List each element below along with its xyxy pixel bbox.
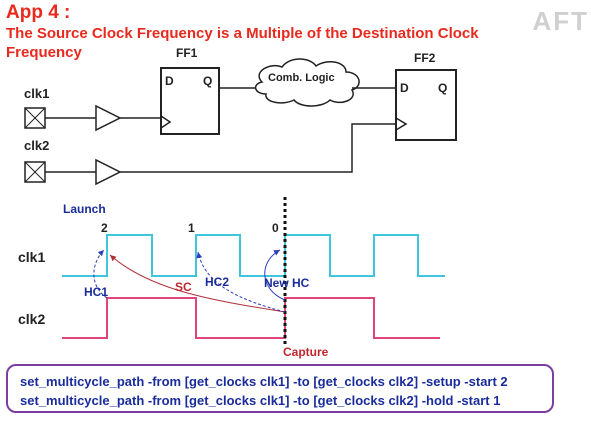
command-box: set_multicycle_path -from [get_clocks cl… — [6, 364, 554, 413]
slide-subtitle-line2: Frequency — [6, 44, 82, 61]
edge-label-1: 1 — [188, 221, 195, 235]
sc-arrow — [109, 254, 286, 313]
hc2-label: HC2 — [205, 275, 229, 289]
edge-label-2: 2 — [101, 221, 108, 235]
company-logo: AFT — [532, 6, 589, 36]
comb-logic-label: Comb. Logic — [268, 72, 335, 84]
new-hc-label: New HC — [264, 276, 310, 290]
hc2-arrow — [196, 251, 286, 313]
comb-logic-cloud: Comb. Logic — [254, 58, 360, 107]
ff1-d-pin: D — [165, 74, 174, 88]
clk1-port: clk1 — [24, 86, 49, 129]
hold-command: set_multicycle_path -from [get_clocks cl… — [20, 393, 501, 408]
clk1-port-label: clk1 — [24, 86, 49, 101]
clk2-port: clk2 — [24, 138, 49, 183]
clk2-wave-label: clk2 — [18, 311, 45, 327]
clk1-waveform — [62, 234, 445, 277]
hc1-arrow — [93, 249, 108, 299]
ff2-q-pin: Q — [438, 81, 447, 95]
slide-subtitle-line1: The Source Clock Frequency is a Multiple… — [6, 25, 479, 42]
flip-flop-ff1: FF1 D Q — [160, 46, 220, 135]
setup-command: set_multicycle_path -from [get_clocks cl… — [20, 374, 508, 389]
ff1-q-pin: Q — [203, 74, 212, 88]
ff1-label: FF1 — [176, 46, 198, 60]
clk1-wave-label: clk1 — [18, 249, 45, 265]
flip-flop-ff2: FF2 D Q — [395, 51, 457, 141]
hc1-label: HC1 — [84, 285, 108, 299]
ff2-d-pin: D — [400, 81, 409, 95]
sc-label: SC — [175, 280, 192, 294]
slide-title: App 4 : — [6, 2, 71, 23]
clk2-port-label: clk2 — [24, 138, 49, 153]
launch-label: Launch — [63, 202, 106, 216]
clk2-waveform — [62, 297, 440, 339]
new-hc-arrow — [264, 249, 286, 301]
capture-label: Capture — [283, 345, 329, 359]
edge-label-0: 0 — [272, 221, 279, 235]
clk1-buffer — [95, 104, 122, 132]
clk2-buffer — [95, 158, 122, 186]
ff2-label: FF2 — [414, 51, 436, 65]
